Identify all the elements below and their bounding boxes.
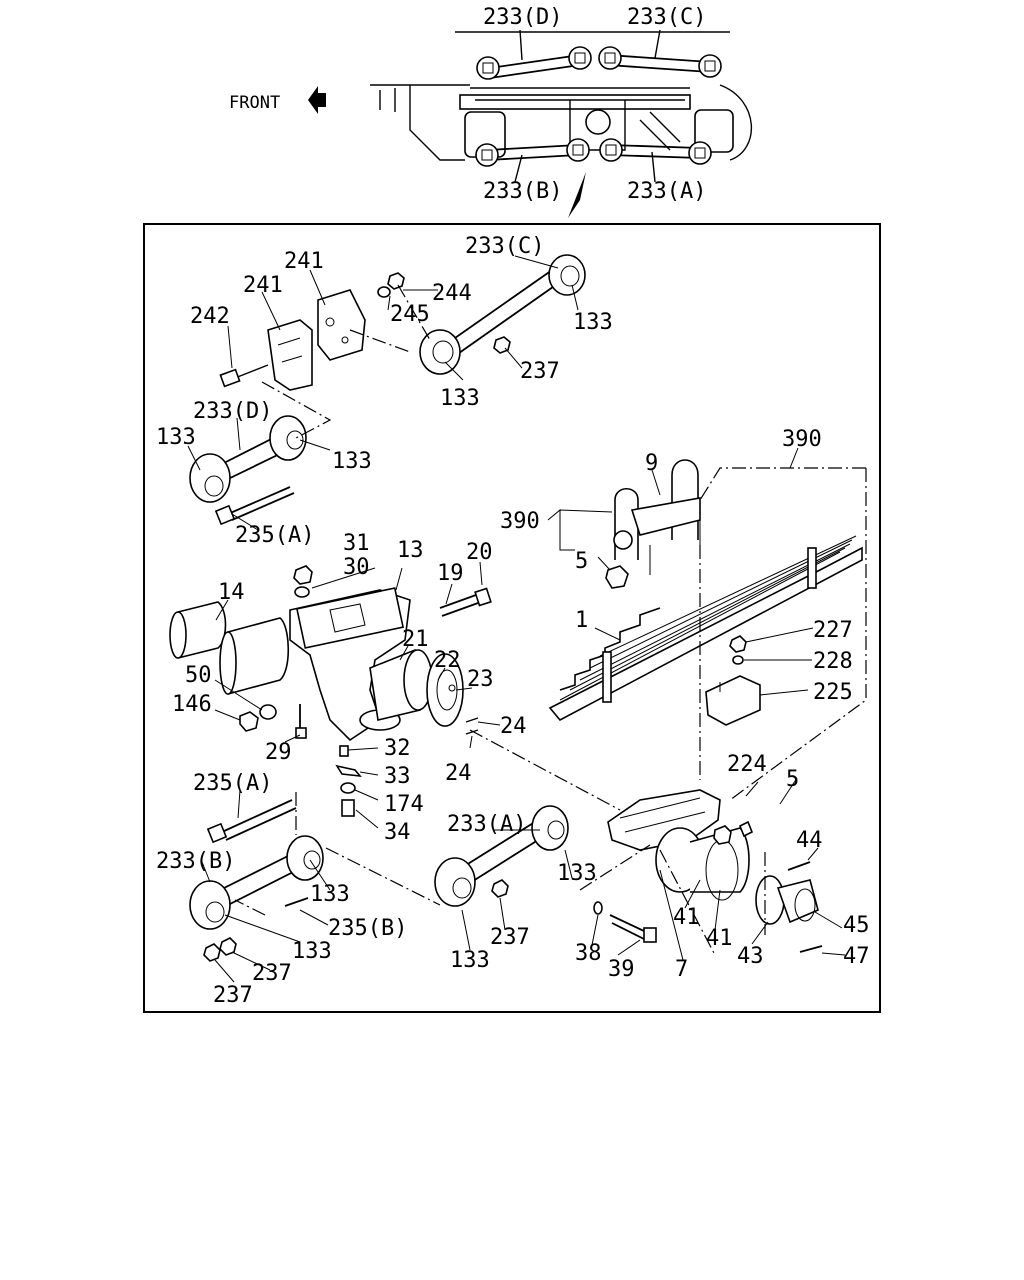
callout-241-upper: 241 [284,249,324,274]
callout-237-a: 237 [490,925,530,950]
callout-235a-upper: 235(A) [235,523,314,548]
overview-view: FRONT 233(D) 233(C) 233(B) 233(A) [229,5,752,218]
callout-133-left: 133 [156,425,196,450]
callout-233a: 233(A) [447,812,526,837]
callout-1: 1 [575,608,588,633]
callout-133-b-left: 133 [292,939,332,964]
callout-32: 32 [384,736,411,761]
callout-9: 9 [645,451,658,476]
overview-label-233b: 233(B) [483,179,562,204]
callout-224: 224 [727,752,767,777]
callout-47: 47 [843,944,870,969]
overview-label-233a: 233(A) [627,179,706,204]
callout-241-lower: 241 [243,273,283,298]
callout-242: 242 [190,304,230,329]
callout-133-upper-right: 133 [573,310,613,335]
detail-frame [143,223,881,1013]
callout-237-b-upper: 237 [252,961,292,986]
exploded-view [169,254,867,983]
callout-45: 45 [843,913,870,938]
callout-19: 19 [437,561,464,586]
callout-24-lower: 24 [445,761,472,786]
callout-133-b-right: 133 [310,882,350,907]
callout-237-upper: 237 [520,359,560,384]
callout-227: 227 [813,618,853,643]
callout-5-upper: 5 [575,549,588,574]
callout-43: 43 [737,944,764,969]
callout-146: 146 [172,692,212,717]
callout-235a-lower: 235(A) [193,771,272,796]
callout-5-lower: 5 [786,767,799,792]
callout-390-left: 390 [500,509,540,534]
callout-39: 39 [608,957,635,982]
callout-233d: 233(D) [193,399,272,424]
callout-390-right: 390 [782,427,822,452]
callout-14: 14 [218,580,245,605]
detail-pointer-icon [568,172,586,218]
callout-33: 33 [384,764,411,789]
callout-41-right: 41 [706,926,733,951]
front-arrow-icon [308,86,326,114]
callout-237-b-lower: 237 [213,983,253,1008]
callout-31: 31 [343,531,370,556]
callout-41-left: 41 [673,905,700,930]
callout-22: 22 [434,648,461,673]
callout-24-upper: 24 [500,714,527,739]
callout-23: 23 [467,667,494,692]
callout-245: 245 [390,302,430,327]
callout-133-a-right: 133 [557,861,597,886]
callout-225: 225 [813,680,853,705]
callout-244: 244 [432,281,472,306]
callout-133-upper-mid: 133 [440,386,480,411]
callout-13: 13 [397,538,424,563]
callout-235b: 235(B) [328,916,407,941]
callout-29: 29 [265,740,292,765]
callout-7: 7 [675,957,688,982]
callout-50: 50 [185,663,212,688]
callout-20: 20 [466,540,493,565]
callout-133-a-left: 133 [450,948,490,973]
callout-233b: 233(B) [156,849,235,874]
callout-233c: 233(C) [465,234,544,259]
callout-133-d-right: 133 [332,449,372,474]
front-label: FRONT [229,93,280,113]
callout-174: 174 [384,792,424,817]
callout-30: 30 [343,555,370,580]
callout-38: 38 [575,941,602,966]
callout-228: 228 [813,649,853,674]
callout-labels: 233(C) 241 241 244 245 242 133 237 133 2… [156,234,870,1008]
overview-label-233c: 233(C) [627,5,706,30]
overview-label-233d: 233(D) [483,5,562,30]
callout-21: 21 [402,627,429,652]
callout-44: 44 [796,828,823,853]
callout-34: 34 [384,820,411,845]
